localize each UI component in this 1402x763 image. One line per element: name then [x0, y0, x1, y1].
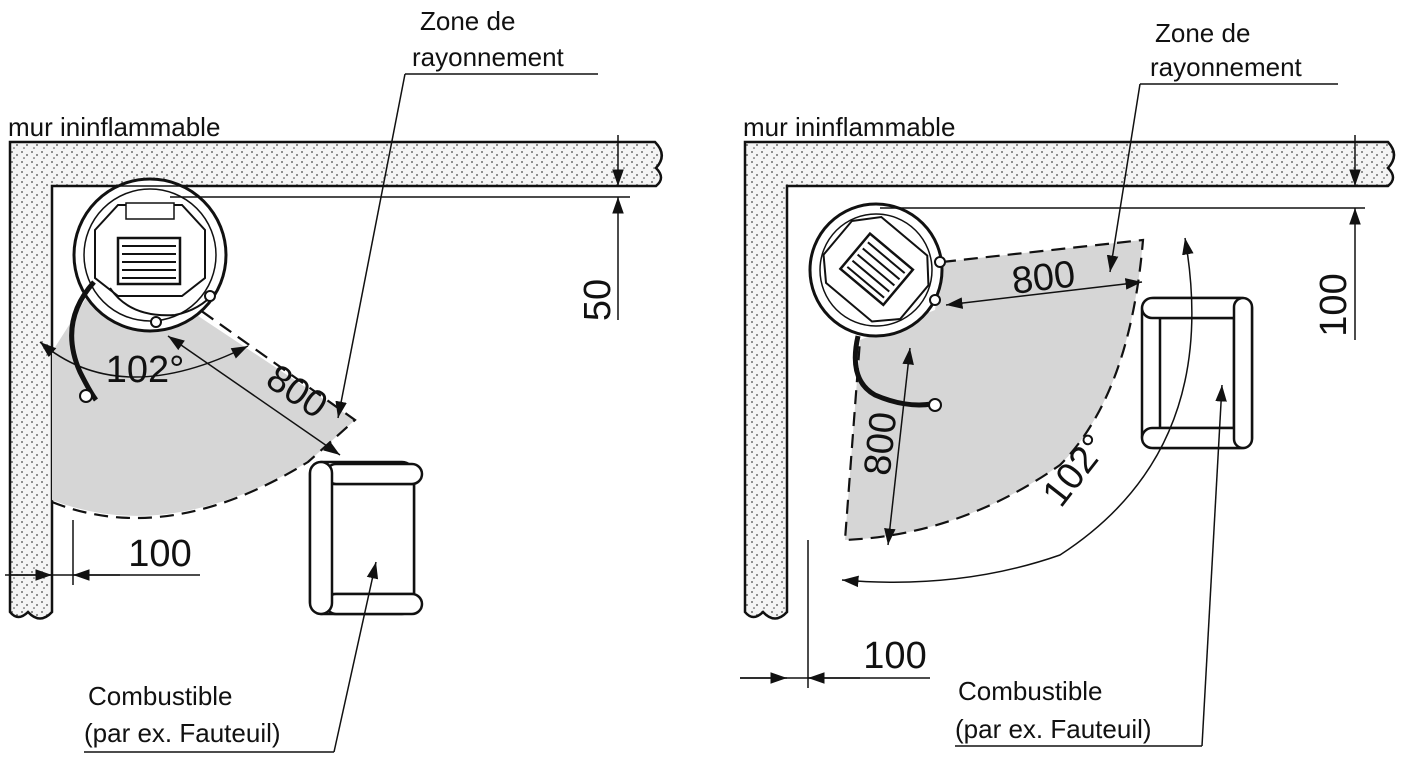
left-back-clearance-value: 50	[577, 279, 619, 321]
right-radiation-distance-top-value: 800	[1010, 253, 1078, 302]
left-fireplace	[69, 177, 228, 403]
right-back-clearance-value: 100	[1313, 273, 1355, 336]
right-wall-label: mur ininflammable	[743, 112, 955, 142]
left-diagram: 50 100 800 102° mur ininflammable Zone d…	[5, 6, 663, 753]
right-side-clearance-value: 100	[863, 635, 926, 677]
left-combustible-label-line2: (par ex. Fauteuil)	[84, 718, 281, 748]
right-combustible-label-line1: Combustible	[958, 676, 1103, 706]
right-zone-label-line2: rayonnement	[1150, 52, 1303, 82]
right-diagram: 100 100 800 800 102° mur ininflammable Z…	[740, 18, 1396, 747]
right-radiation-distance-left-value: 800	[857, 410, 905, 477]
left-wall-label: mur ininflammable	[8, 112, 220, 142]
right-zone-label-line1: Zone de	[1155, 18, 1250, 48]
right-armchair	[1140, 296, 1254, 450]
right-combustible-label-line2: (par ex. Fauteuil)	[955, 714, 1152, 744]
left-armchair	[308, 460, 424, 616]
left-zone-boundary	[51, 309, 357, 520]
left-radiation-angle-value: 102°	[106, 349, 185, 391]
left-combustible-label-line1: Combustible	[88, 681, 233, 711]
left-side-clearance-value: 100	[128, 533, 191, 575]
left-zone-label-line2: rayonnement	[412, 42, 565, 72]
left-zone-label-line1: Zone de	[420, 6, 515, 36]
